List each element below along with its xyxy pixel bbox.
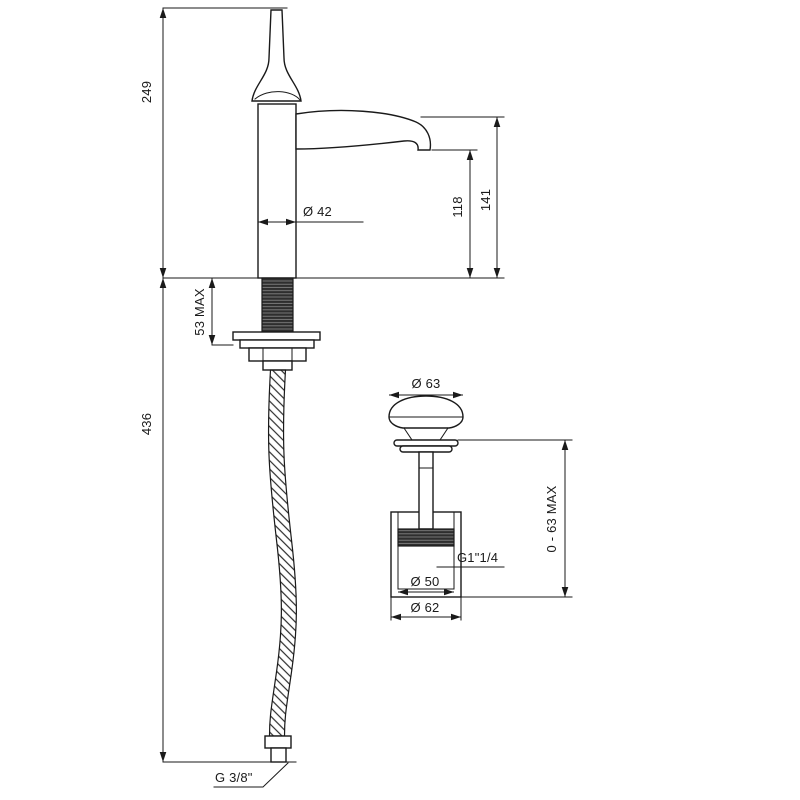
faucet-spout [295, 109, 432, 151]
hose-connector [262, 360, 293, 371]
hose-end-nut [264, 735, 292, 749]
hose-braided-body [267, 369, 297, 737]
waste-neck-left [403, 427, 413, 441]
dim-label-249: 249 [139, 81, 154, 103]
leader-line-g38 [213, 762, 289, 788]
dim-label-141: 141 [478, 189, 493, 211]
spout-dimensions: Ø 42 118 141 [258, 116, 505, 279]
flexible-hose: G 3/8" [213, 369, 297, 788]
dim-label-0-63-max: 0 - 63 MAX [544, 485, 559, 552]
waste-flange-disk-lower [399, 445, 453, 453]
dim-label-dia-63: Ø 63 [412, 376, 441, 391]
dim-label-436: 436 [139, 413, 154, 435]
left-height-dimensions: 249 436 [139, 7, 297, 763]
waste-neck-right [439, 427, 449, 441]
waste-thread-band [397, 528, 455, 547]
faucet-body [257, 103, 297, 279]
dim-label-dia-62: Ø 62 [411, 600, 440, 615]
dim-label-dia-50: Ø 50 [411, 574, 440, 589]
faucet-handle-lever-line [254, 91, 301, 101]
dim-label-g114: G1"1/4 [457, 550, 498, 565]
hose-end-tip [270, 747, 287, 763]
faucet-handle [251, 9, 302, 102]
washer-upper [232, 331, 321, 341]
dim-label-dia-42: Ø 42 [303, 204, 332, 219]
waste-stem [418, 451, 434, 530]
waste-flange-disk-upper [393, 439, 459, 447]
popup-waste: Ø 63 G1"1/4 Ø 50 Ø 62 0 - 63 MAX [388, 376, 573, 621]
mounting-shank: 53 MAX [192, 277, 321, 371]
washer-lower [239, 339, 315, 349]
faucet-assembly [251, 9, 432, 279]
dim-label-53-max: 53 MAX [192, 288, 207, 336]
mounting-nut [248, 347, 307, 362]
dim-label-g38: G 3/8" [215, 770, 253, 785]
dim-label-118: 118 [450, 196, 465, 217]
waste-cap-dome [388, 395, 464, 429]
threaded-shank [261, 277, 294, 333]
